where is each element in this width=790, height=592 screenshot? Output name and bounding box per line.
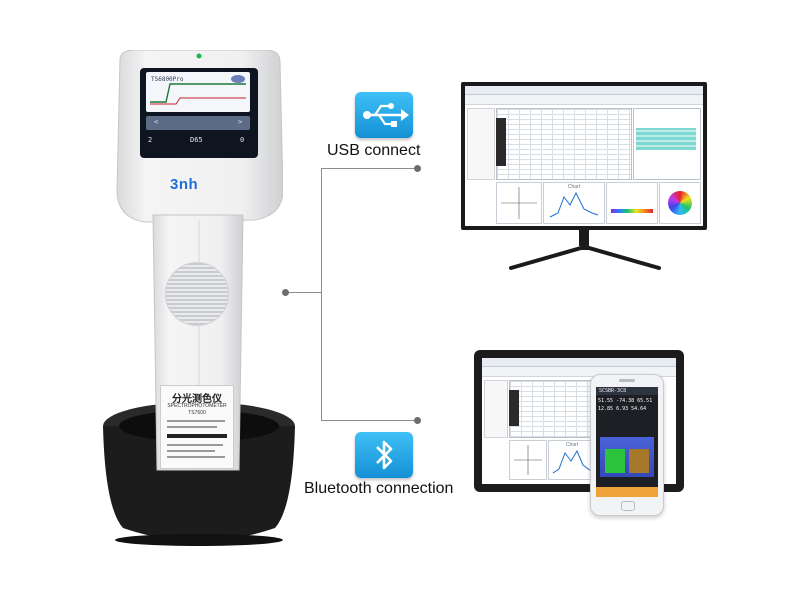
software-color-values <box>636 128 696 150</box>
tablet-toolbar[interactable] <box>482 367 676 377</box>
connector-wire <box>321 168 322 420</box>
screen-mid-value: D65 <box>190 136 203 144</box>
software-spectrum-panel: Chart <box>543 182 605 224</box>
label-text-line <box>167 444 223 446</box>
monitor-neck <box>579 230 589 246</box>
tablet-scatter-panel <box>509 440 547 480</box>
brand-logo: 3nh <box>170 176 199 193</box>
device-screen: TS6800Pro < > 2 D65 0 <box>140 68 258 158</box>
screen-prev-button[interactable]: < <box>154 118 159 126</box>
tablet-chart-title: Chart <box>565 442 579 448</box>
phone-value: 54.64 <box>631 406 647 412</box>
phone-values-grid: 51.55 -74.38 65.51 12.85 6.93 54.64 <box>598 397 656 413</box>
label-subtitle: SPECTROPHOTOMETER <box>167 403 227 409</box>
usb-connector-dot <box>414 165 421 172</box>
tablet-record-tree[interactable] <box>484 380 508 438</box>
phone-app-screen: SCSBR-3C8 51.55 -74.38 65.51 12.85 6.93 … <box>596 387 658 497</box>
phone-color-compare-card <box>600 437 654 477</box>
bluetooth-connection-label: Bluetooth connection <box>304 480 454 497</box>
phone-sample-standard <box>605 449 625 473</box>
smartphone-device: SCSBR-3C8 51.55 -74.38 65.51 12.85 6.93 … <box>590 374 664 516</box>
monitor-software-window: Chart <box>465 86 703 226</box>
software-chart-title: Chart <box>567 184 581 190</box>
phone-value: 6.93 <box>616 406 629 412</box>
software-color-wheel-panel <box>659 182 701 224</box>
bluetooth-connector-dot <box>414 417 421 424</box>
phone-value: 65.51 <box>637 398 653 404</box>
speaker-grille <box>165 262 229 326</box>
software-data-table[interactable] <box>496 108 632 180</box>
phone-app-header: SCSBR-3C8 <box>596 387 658 395</box>
software-toolbar[interactable] <box>465 95 703 105</box>
screen-next-button[interactable]: > <box>238 118 243 126</box>
phone-app-title: SCSBR-3C8 <box>599 388 627 394</box>
label-text-line <box>167 426 217 428</box>
usb-connect-label: USB connect <box>327 142 421 159</box>
connector-wire <box>289 292 321 293</box>
usb-icon <box>355 92 413 138</box>
software-scatter-panel <box>496 182 542 224</box>
phone-value: 12.85 <box>598 406 614 412</box>
phone-sample-trial <box>629 449 649 473</box>
label-text-line <box>167 420 225 422</box>
device-connector-dot <box>282 289 289 296</box>
phone-value: 51.55 <box>598 398 614 404</box>
screen-nav-bar[interactable]: < > <box>146 116 250 130</box>
tablet-menubar[interactable] <box>482 358 676 367</box>
label-text-line <box>167 456 225 458</box>
phone-value: -74.38 <box>616 398 635 404</box>
software-table-selected-rows <box>496 118 506 166</box>
connector-wire <box>321 168 416 169</box>
screen-reading-label: TS6800Pro <box>151 76 184 83</box>
tablet-table-selected-rows <box>509 390 519 426</box>
phone-bottom-nav[interactable] <box>596 487 658 497</box>
label-text-line <box>167 450 215 452</box>
phone-speaker <box>619 379 635 382</box>
phone-home-button[interactable] <box>621 501 635 511</box>
screen-right-value: 0 <box>240 136 245 144</box>
bluetooth-icon <box>355 432 413 478</box>
label-model: TS7600 <box>188 410 206 416</box>
software-record-tree[interactable] <box>467 108 495 180</box>
connector-wire <box>321 420 416 421</box>
device-label: 分光测色仪 SPECTROPHOTOMETER TS7600 <box>160 385 234 469</box>
desktop-monitor: Chart <box>461 82 707 230</box>
screen-spectrum-chart: TS6800Pro <box>146 72 250 112</box>
monitor-stand <box>509 246 661 270</box>
tablet-spectrum-panel: Chart <box>548 440 596 480</box>
screen-left-value: 2 <box>148 136 153 144</box>
software-menubar[interactable] <box>465 86 703 95</box>
label-title: 分光测色仪 <box>172 394 222 405</box>
software-spectrum-strip <box>606 182 658 224</box>
label-barcode <box>167 434 227 438</box>
